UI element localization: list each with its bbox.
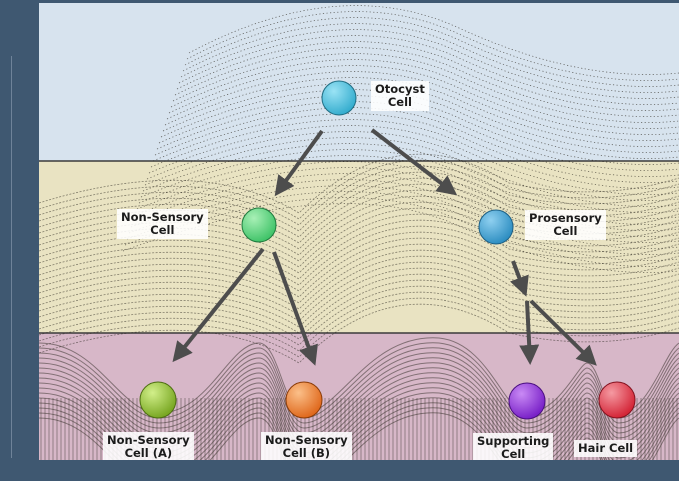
prosensory-ball-icon: [479, 210, 513, 244]
label-non-sensory-cell-a: Non-Sensory Cell (A): [103, 432, 194, 460]
waddington-landscape-figure: Otocyst Cell Non-Sensory Cell Prosensory…: [39, 3, 679, 460]
otocyst-ball-icon: [322, 81, 356, 115]
left-divider-line: [11, 56, 12, 458]
label-prosensory-cell: Prosensory Cell: [525, 210, 606, 240]
non-sensory-ball-icon: [242, 208, 276, 242]
supporting-ball-icon: [509, 383, 545, 419]
label-non-sensory-a-line2: Cell (A): [107, 447, 190, 460]
non-sensory-a-ball-icon: [140, 382, 176, 418]
label-supporting-cell: Supporting Cell: [473, 433, 553, 460]
label-non-sensory-line2: Cell: [121, 224, 204, 237]
label-supporting-line2: Cell: [477, 448, 549, 460]
non-sensory-b-ball-icon: [286, 382, 322, 418]
label-otocyst-cell: Otocyst Cell: [371, 81, 429, 111]
band-top: [39, 3, 679, 161]
label-non-sensory-cell: Non-Sensory Cell: [117, 209, 208, 239]
label-non-sensory-b-line2: Cell (B): [265, 447, 348, 460]
label-hair-line1: Hair Cell: [578, 442, 633, 455]
label-prosensory-line2: Cell: [529, 225, 602, 238]
label-hair-cell: Hair Cell: [574, 440, 637, 457]
label-non-sensory-cell-b: Non-Sensory Cell (B): [261, 432, 352, 460]
band-middle: [39, 161, 679, 333]
hair-ball-icon: [599, 382, 635, 418]
label-otocyst-line2: Cell: [375, 96, 425, 109]
